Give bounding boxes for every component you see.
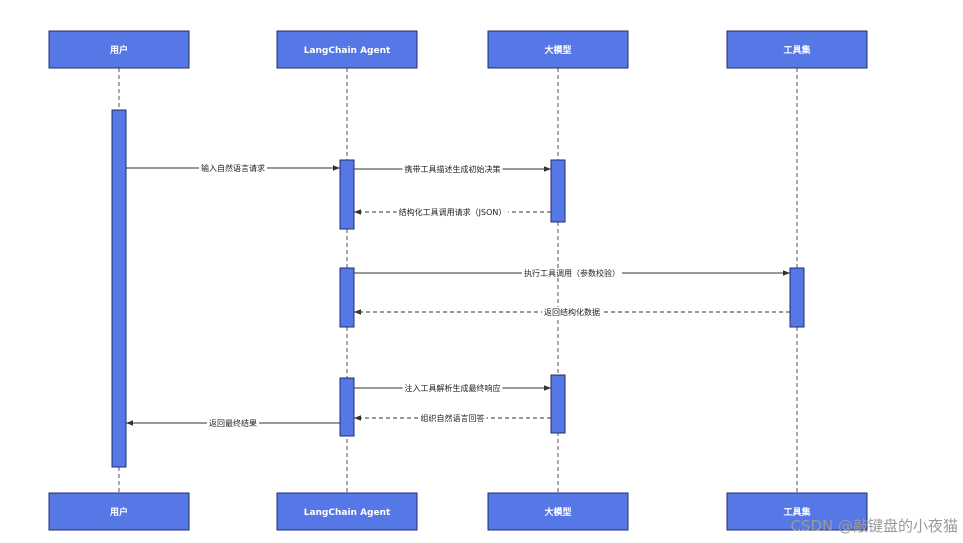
actor-label: LangChain Agent [304,508,391,518]
actor-label: LangChain Agent [304,46,391,56]
activation-agent [339,377,355,437]
activation-tools [789,267,805,328]
activation-agent [339,267,355,328]
message-label: 输入自然语言请求 [201,163,265,173]
actor-llm-bottom: 大模型 [487,492,629,531]
message-label-bg [396,207,509,217]
actor-label: 用户 [109,506,128,518]
message-2: 携带工具描述生成初始决策 [354,164,551,174]
message-label-bg [542,307,602,317]
message-label: 返回最终结果 [209,418,257,428]
message-label-bg [402,383,503,393]
activation-user [111,109,127,468]
actor-box [726,492,868,531]
actor-user-bottom: 用户 [48,492,190,531]
actor-tools-bottom: 工具集 [726,492,868,531]
actor-box [48,492,190,531]
message-8: 返回最终结果 [126,418,340,428]
actor-label: 大模型 [544,44,571,56]
actor-box [276,30,418,69]
message-label: 注入工具解析生成最终响应 [405,383,501,393]
message-label: 返回结构化数据 [544,307,600,317]
activation-llm [550,159,566,223]
message-label: 组织自然语言回答 [421,413,485,423]
message-label: 结构化工具调用请求（JSON） [399,207,507,217]
actor-label: 用户 [109,44,128,56]
actor-agent-bottom: LangChain Agent [276,492,418,531]
message-label-bg [402,164,503,174]
message-5: 返回结构化数据 [354,307,790,317]
message-3: 结构化工具调用请求（JSON） [354,207,551,217]
actor-agent-top: LangChain Agent [276,30,418,69]
message-1: 输入自然语言请求 [126,163,340,173]
message-label-bg [207,418,259,428]
message-label-bg [522,268,622,278]
message-label-bg [418,413,487,423]
actor-label: 大模型 [544,506,571,518]
message-label-bg [199,163,267,173]
activation-agent [339,159,355,230]
actor-box [487,30,629,69]
message-label: 携带工具描述生成初始决策 [405,164,501,174]
actor-label: 工具集 [783,44,811,56]
message-4: 执行工具调用（参数校验） [354,268,790,278]
watermark: CSDN @敲键盘的小夜猫 [790,517,958,535]
actor-box [726,30,868,69]
activation-llm [550,374,566,434]
message-label: 执行工具调用（参数校验） [524,268,620,278]
message-7: 组织自然语言回答 [354,413,551,423]
actor-box [276,492,418,531]
actor-box [487,492,629,531]
actor-llm-top: 大模型 [487,30,629,69]
actor-tools-top: 工具集 [726,30,868,69]
actor-user-top: 用户 [48,30,190,69]
message-6: 注入工具解析生成最终响应 [354,383,551,393]
actor-box [48,30,190,69]
actor-label: 工具集 [783,506,811,518]
